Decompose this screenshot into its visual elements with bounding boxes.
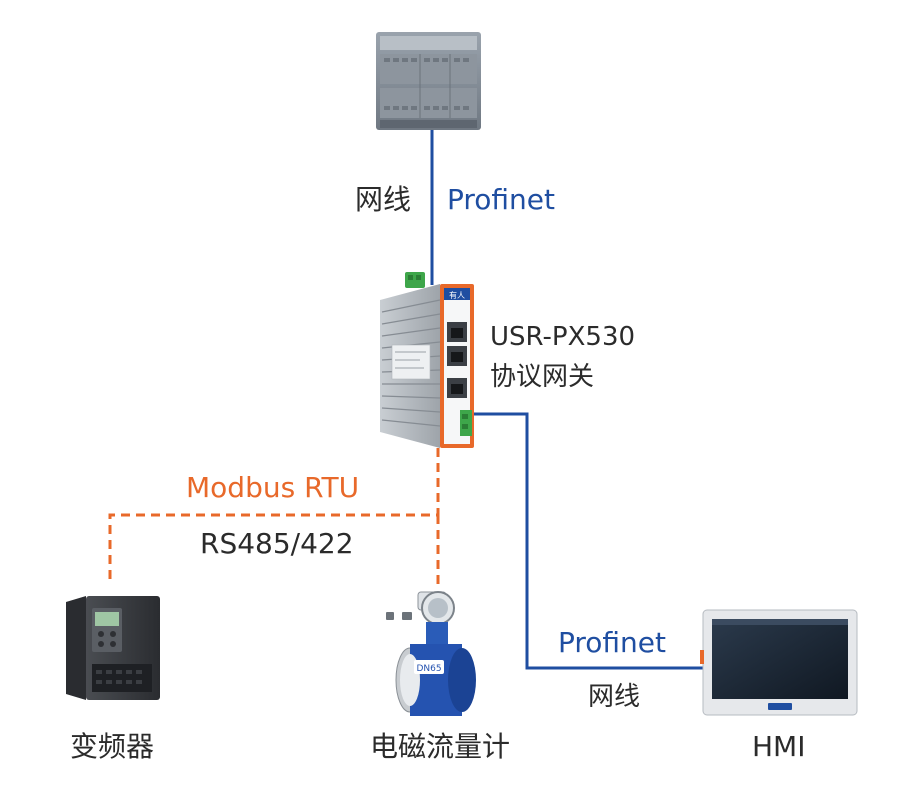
- flowmeter-device: DN65: [386, 591, 476, 716]
- top-protocol-label: Profinet: [447, 183, 556, 216]
- vfd-label: 变频器: [70, 730, 155, 763]
- serial-protocol-label: Modbus RTU: [186, 471, 360, 504]
- modbus-dashed-line: [108, 448, 440, 585]
- flowmeter-badge: DN65: [416, 664, 441, 674]
- serial-interface-label: RS485/422: [200, 527, 354, 560]
- gateway-brand-badge: 有人: [449, 290, 465, 300]
- gateway-model-label: USR-PX530: [490, 322, 636, 352]
- gateway-device: 有人: [380, 272, 474, 448]
- hmi-protocol-label: Profinet: [558, 626, 667, 659]
- hmi-label: HMI: [752, 730, 806, 763]
- vfd-device: [66, 596, 160, 700]
- plc-device: [376, 32, 481, 130]
- hmi-device: [700, 609, 858, 716]
- gateway-name-label: 协议网关: [490, 362, 595, 392]
- flowmeter-label: 电磁流量计: [370, 730, 511, 763]
- hmi-cable-label: 网线: [588, 682, 641, 712]
- profinet-line-hmi: [472, 412, 703, 670]
- top-cable-label: 网线: [355, 183, 412, 216]
